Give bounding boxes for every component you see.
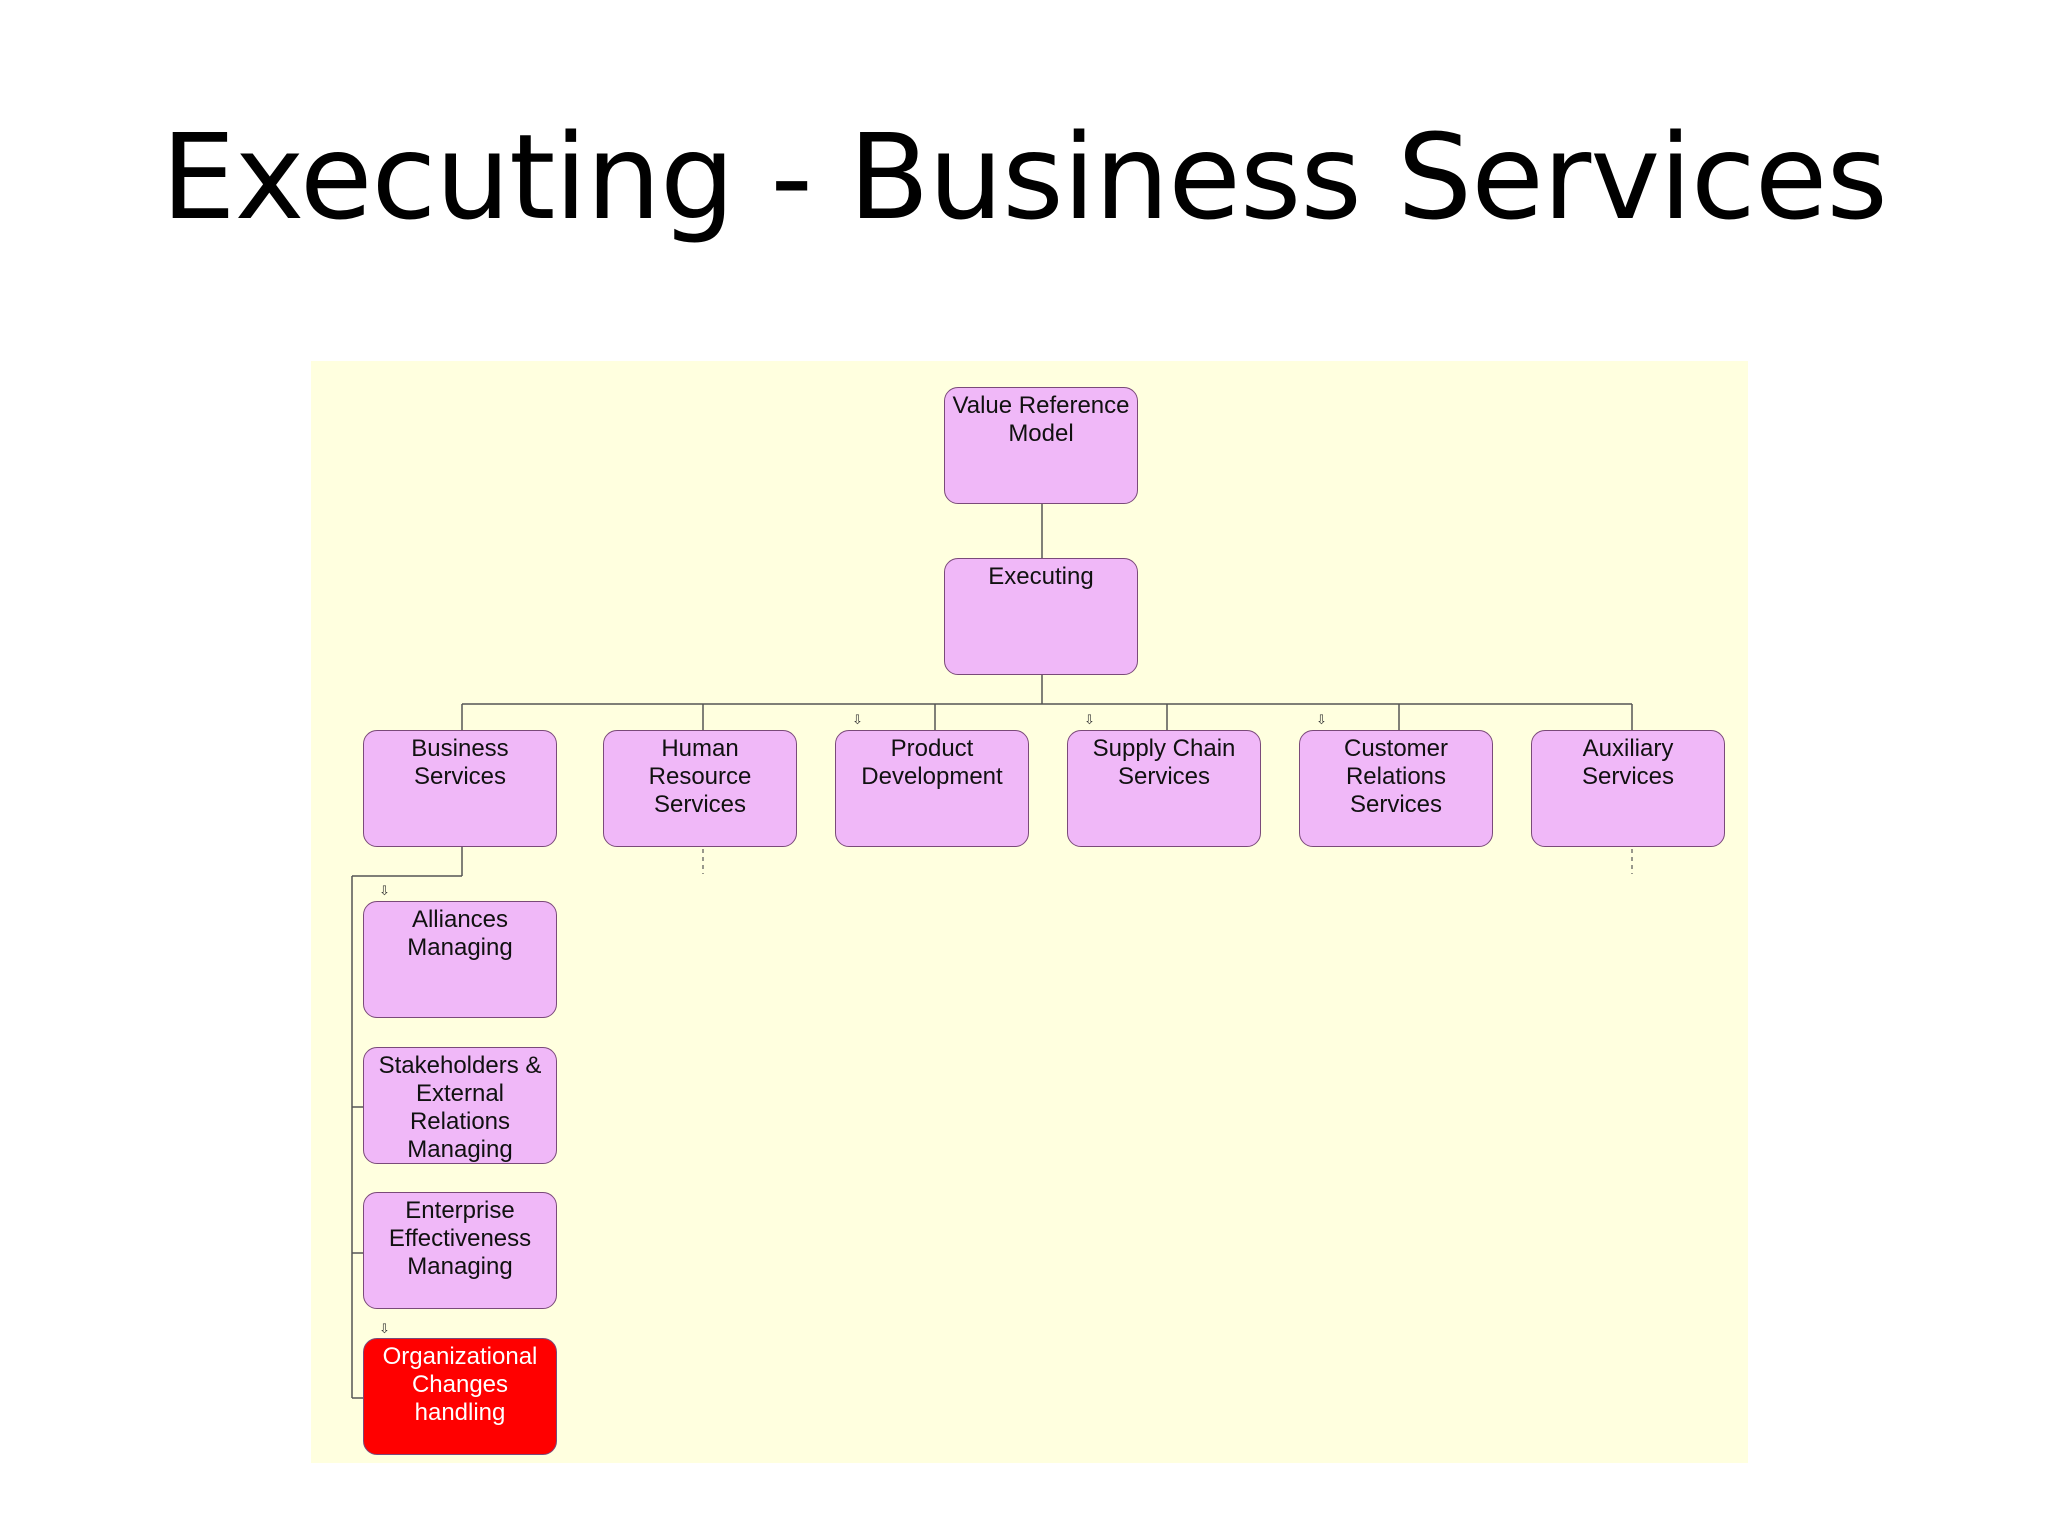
node-value-reference-model[interactable]: Value Reference Model <box>944 387 1138 504</box>
node-human-resource-services[interactable]: Human Resource Services <box>603 730 797 847</box>
node-business-services[interactable]: Business Services <box>363 730 557 847</box>
node-alliances-managing[interactable]: Alliances Managing <box>363 901 557 1018</box>
node-product-development[interactable]: Product Development <box>835 730 1029 847</box>
flag-arrow-icon: ⇩ <box>379 1321 390 1336</box>
node-executing[interactable]: Executing <box>944 558 1138 675</box>
node-enterprise-effectiveness-managing[interactable]: Enterprise Effectiveness Managing <box>363 1192 557 1309</box>
node-auxiliary-services[interactable]: Auxiliary Services <box>1531 730 1725 847</box>
node-stakeholders-external-relations-managing[interactable]: Stakeholders & External Relations Managi… <box>363 1047 557 1164</box>
slide-title: Executing - Business Services <box>161 108 1888 246</box>
node-supply-chain-services[interactable]: Supply Chain Services <box>1067 730 1261 847</box>
flag-arrow-icon: ⇩ <box>1316 712 1327 727</box>
flag-arrow-icon: ⇩ <box>852 712 863 727</box>
flag-arrow-icon: ⇩ <box>1084 712 1095 727</box>
node-customer-relations-services[interactable]: Customer Relations Services <box>1299 730 1493 847</box>
node-organizational-changes-handling[interactable]: Organizational Changes handling <box>363 1338 557 1455</box>
flag-arrow-icon: ⇩ <box>379 883 390 898</box>
